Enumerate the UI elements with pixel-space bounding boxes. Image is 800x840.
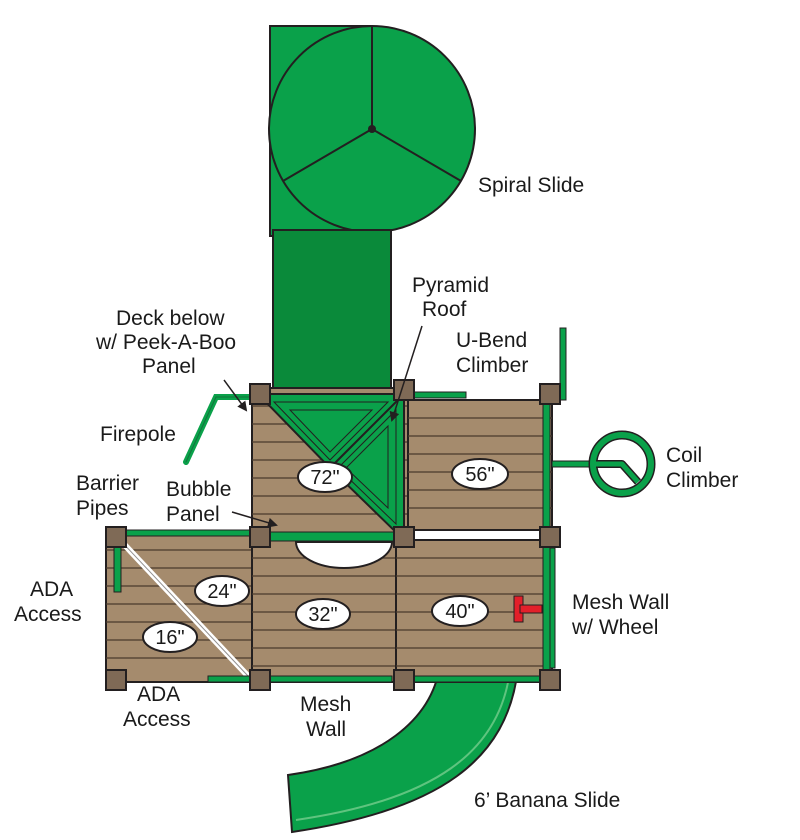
posts (105, 379, 561, 691)
height-label-32: 32" (308, 604, 337, 626)
height-label-24: 24" (207, 581, 236, 603)
label-barrier-line2: Pipes (76, 497, 129, 520)
height-badge-56: 56" (451, 458, 509, 490)
u-bend-climber (559, 327, 567, 401)
label-mesh-wheel-line2: w/ Wheel (571, 616, 658, 639)
pyramid-roof (255, 391, 407, 543)
height-badge-32: 32" (295, 598, 351, 630)
pyramid-roof-arrow (389, 325, 423, 422)
label-spiral-slide: Spiral Slide (478, 174, 584, 197)
firepole (183, 394, 261, 465)
label-deck-below-line1: Deck below (116, 307, 225, 330)
label-mesh-wheel-line1: Mesh Wall (572, 591, 669, 614)
height-label-72: 72" (310, 467, 339, 489)
bubble-panel-arrow (231, 511, 278, 528)
label-coil-line2: Climber (666, 469, 738, 492)
label-banana-slide: 6’ Banana Slide (474, 789, 620, 812)
height-label-40: 40" (445, 601, 474, 623)
label-coil-line1: Coil (666, 444, 702, 467)
bubble-panel (294, 541, 394, 569)
label-u-bend-line1: U-Bend (456, 329, 527, 352)
spiral-slide (268, 25, 476, 401)
height-label-56: 56" (465, 464, 494, 486)
label-bubble-line1: Bubble (166, 478, 231, 501)
deck-ada (105, 531, 255, 683)
label-ada-bottom-line2: Access (123, 708, 191, 731)
barrier-pipe (113, 543, 122, 593)
label-ada-left-line1: ADA (30, 578, 73, 601)
label-pyramid-roof-line2: Roof (422, 298, 467, 321)
deck-below-arrow (223, 379, 248, 412)
height-badge-72: 72" (297, 461, 353, 493)
steering-wheel (513, 595, 543, 623)
height-badge-40: 40" (431, 595, 489, 627)
label-pyramid-roof-line1: Pyramid (412, 274, 489, 297)
label-deck-below-line3: Panel (142, 355, 196, 378)
height-badge-16: 16" (142, 621, 198, 653)
label-mesh-wall-line1: Mesh (300, 693, 351, 716)
label-deck-below-line2: w/ Peek-A-Boo (95, 331, 236, 354)
label-u-bend-line2: Climber (456, 354, 528, 377)
label-barrier-line1: Barrier (76, 472, 139, 495)
label-firepole: Firepole (100, 423, 176, 446)
label-ada-bottom-line1: ADA (137, 683, 180, 706)
height-badge-24: 24" (194, 575, 250, 607)
label-ada-left-line2: Access (14, 603, 82, 626)
height-label-16: 16" (155, 627, 184, 649)
label-mesh-wall-line2: Wall (306, 718, 346, 741)
label-bubble-line2: Panel (166, 503, 220, 526)
coil-climber (551, 430, 656, 498)
